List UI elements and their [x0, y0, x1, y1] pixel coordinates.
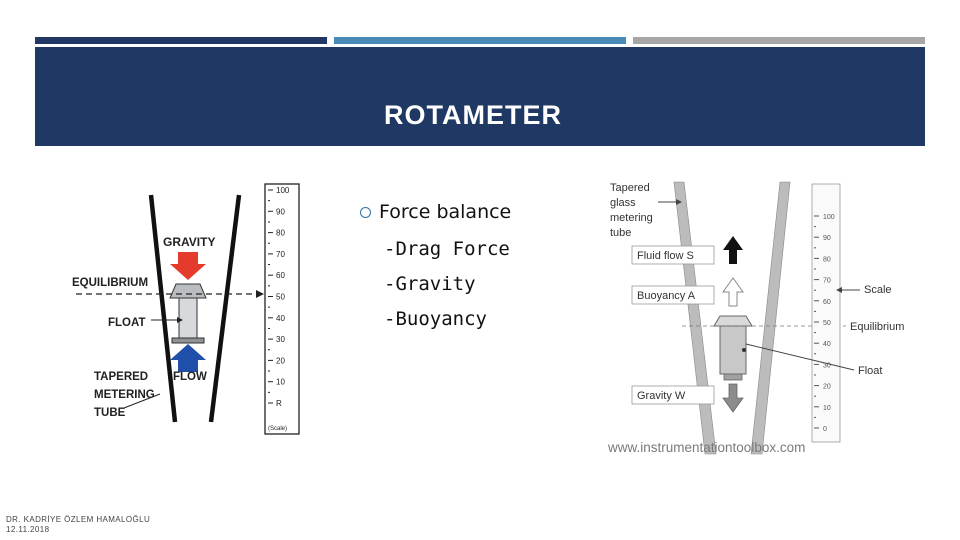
- scale-label: 90: [823, 235, 831, 242]
- bullet-text: Force balance: [379, 201, 512, 223]
- left-rotameter-diagram: GRAVITY EQUILIBRIUM FLOAT FLOW TAPERED M…: [72, 183, 300, 435]
- right-rotameter-diagram: Tapered glass metering tube Fluid flow S…: [607, 181, 904, 455]
- sub-item-drag-force: -Drag Force: [384, 238, 510, 260]
- scale-label: 30: [276, 335, 285, 344]
- scale-label: 20: [276, 356, 285, 365]
- scale-label: 90: [276, 207, 285, 216]
- slide-content: Force balance -Drag Force -Gravity -Buoy…: [360, 198, 600, 337]
- bullet-circle-icon: [360, 206, 371, 218]
- accent-bar-dark: [35, 37, 327, 44]
- right-label-fluid-flow: Fluid flow S: [637, 250, 694, 262]
- right-label-buoyancy: Buoyancy A: [637, 290, 696, 302]
- scale-label: 30: [823, 362, 831, 369]
- right-label-tapered-4: tube: [610, 227, 631, 239]
- right-watermark: www.instrumentationtoolbox.com: [607, 440, 805, 455]
- bullet-item: Force balance: [360, 198, 600, 226]
- accent-bar-gray: [633, 37, 925, 44]
- right-label-scale: Scale: [864, 284, 892, 296]
- scale-label: 50: [276, 293, 285, 302]
- scale-label: 10: [276, 378, 285, 387]
- right-label-equilibrium: Equilibrium: [850, 321, 904, 333]
- left-scale-caption: (Scale): [268, 426, 287, 432]
- title-band: [35, 47, 925, 146]
- sub-item-buoyancy: -Buoyancy: [384, 308, 487, 330]
- scale-label: 60: [276, 271, 285, 280]
- scale-label: 100: [823, 214, 835, 221]
- left-label-tapered-2: METERING: [94, 389, 155, 401]
- scale-label: 50: [823, 320, 831, 327]
- left-label-tapered-3: TUBE: [94, 407, 126, 419]
- left-label-tapered-1: TAPERED: [94, 371, 148, 383]
- scale-label: 60: [823, 299, 831, 306]
- left-label-gravity: GRAVITY: [163, 235, 215, 249]
- scale-label: R: [276, 399, 282, 408]
- right-label-tapered-3: metering: [610, 212, 653, 224]
- footer-author: DR. KADRİYE ÖZLEM HAMALOĞLU: [6, 515, 151, 524]
- left-label-equilibrium: EQUILIBRIUM: [72, 277, 148, 289]
- footer-date: 12.11.2018: [6, 525, 50, 534]
- left-label-flow: FLOW: [173, 371, 207, 383]
- scale-label: 40: [823, 341, 831, 348]
- scale-label: 80: [823, 256, 831, 263]
- scale-label: 100: [276, 186, 290, 195]
- scale-label: 40: [276, 314, 285, 323]
- slide-title: ROTAMETER: [384, 100, 562, 130]
- left-label-float: FLOAT: [108, 317, 145, 329]
- scale-label: 0: [823, 426, 827, 433]
- scale-label: 10: [823, 405, 831, 412]
- scale-label: 80: [276, 229, 285, 238]
- scale-label: 20: [823, 384, 831, 391]
- right-label-tapered-1: Tapered: [610, 182, 650, 194]
- right-label-tapered-2: glass: [610, 197, 636, 209]
- accent-bar-blue: [334, 37, 626, 44]
- right-label-float: Float: [858, 365, 882, 377]
- scale-label: 70: [823, 278, 831, 285]
- left-scale: 100 90 80 70 60 50 40 30 20 10R: [268, 186, 290, 408]
- sub-item-gravity: -Gravity: [384, 273, 476, 295]
- footer: DR. KADRİYE ÖZLEM HAMALOĞLU 12.11.2018: [6, 515, 150, 535]
- right-label-gravity: Gravity W: [637, 390, 686, 402]
- scale-label: 70: [276, 250, 285, 259]
